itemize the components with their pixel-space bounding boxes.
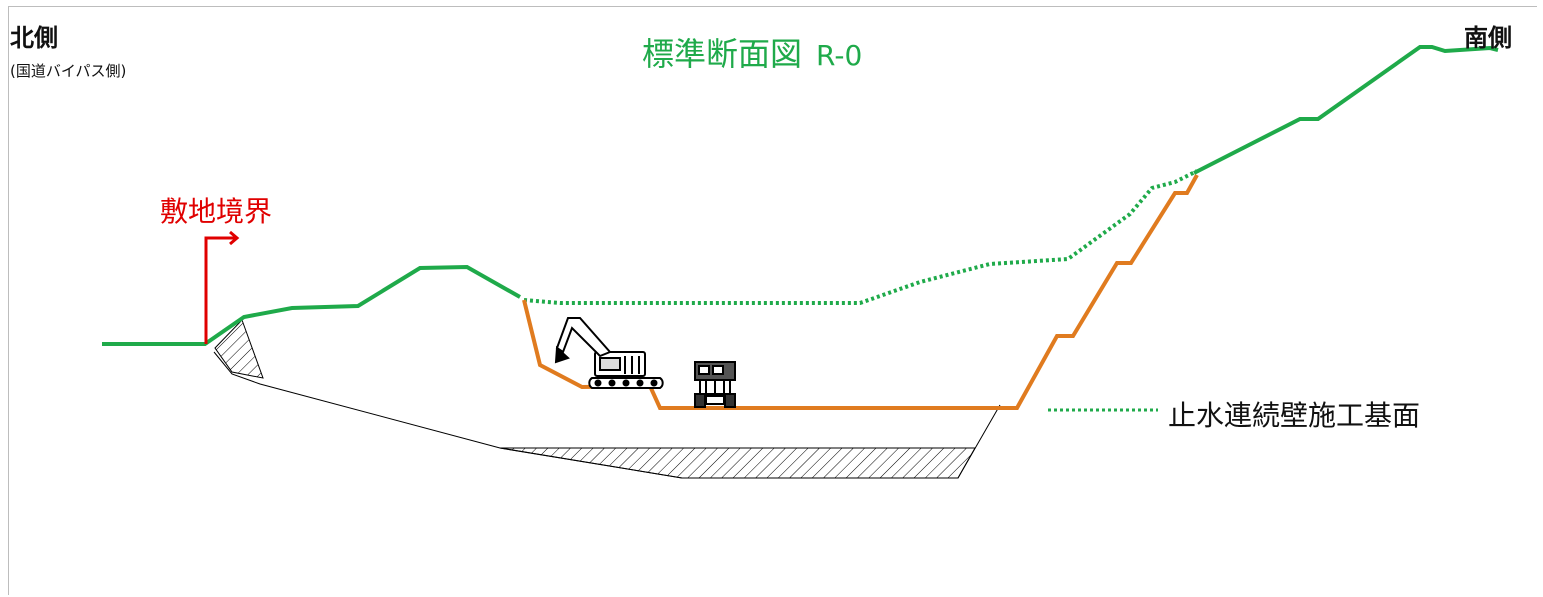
site-boundary-label: 敷地境界 <box>160 195 273 228</box>
diagram-title: 標準断面図 R-0 <box>642 29 862 75</box>
diagram-title-code: R-0 <box>816 39 863 72</box>
north-side-sublabel: (国道バイパス側) <box>10 62 127 80</box>
diagram-frame <box>8 6 1537 595</box>
wall-base-dotted-line <box>523 169 1198 305</box>
north-side-label: 北側 <box>10 24 58 52</box>
excavation-line <box>522 174 1199 410</box>
hatched-zone-bottom <box>499 447 976 479</box>
boundary-arrow-icon <box>204 230 240 344</box>
south-side-label: 南側 <box>1464 24 1512 52</box>
diagram-title-main: 標準断面図 <box>642 35 803 73</box>
ground-line-south <box>1193 45 1499 175</box>
dump-truck-icon <box>694 361 736 408</box>
ground-line-north <box>102 264 521 346</box>
excavator-icon <box>554 317 664 389</box>
hatched-zone-left <box>214 319 264 379</box>
legend-wall-base-label: 止水連続壁施工基面 <box>1168 399 1421 432</box>
